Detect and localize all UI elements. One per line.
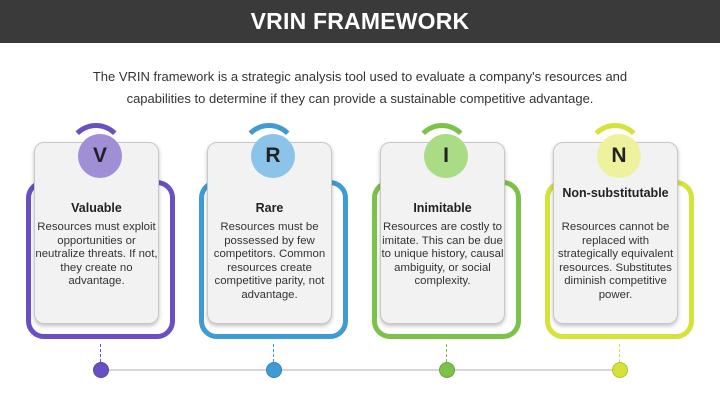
card-title: Inimitable (413, 201, 472, 215)
card-top-arc (240, 123, 298, 181)
card-connector (273, 344, 274, 362)
timeline-node (93, 362, 109, 378)
letter-circle: V (78, 134, 122, 178)
card-non-substitutable: N Non-substitutable Resources cannot be … (539, 0, 712, 405)
card-title: Non-substitutable (562, 186, 669, 200)
intro-line-1: The VRIN framework is a strategic analys… (92, 69, 628, 84)
timeline-node (612, 362, 628, 378)
card-title: Rare (255, 201, 284, 215)
card-description: Resources must exploit opportunities or … (35, 221, 158, 288)
letter-circle: I (424, 134, 468, 178)
timeline-line (100, 369, 620, 371)
card-top-arc (67, 123, 125, 181)
card-description: Resources must be possessed by few compe… (213, 221, 326, 301)
timeline-node (266, 362, 282, 378)
card-valuable: V Valuable Resources must exploit opport… (20, 0, 193, 405)
card-rare: R Rare Resources must be possessed by fe… (193, 0, 366, 405)
timeline-node (439, 362, 455, 378)
intro-text: The VRIN framework is a strategic analys… (60, 66, 660, 110)
card-connector (446, 344, 447, 362)
card-description: Resources are costly to imitate. This ca… (381, 221, 504, 288)
card-connector (619, 344, 620, 362)
card-connector (100, 344, 101, 362)
letter-circle: R (251, 134, 295, 178)
card-top-arc (413, 123, 471, 181)
card-top-arc (586, 123, 644, 181)
page-title: VRIN FRAMEWORK (250, 8, 470, 34)
letter-circle: N (597, 134, 641, 178)
header-bar: VRIN FRAMEWORK (0, 0, 720, 43)
card-title: Valuable (71, 201, 122, 215)
card-inimitable: I Inimitable Resources are costly to imi… (366, 0, 539, 405)
card-description: Resources cannot be replaced with strate… (557, 221, 674, 301)
intro-line-2: capabilities to determine if they can pr… (126, 91, 594, 106)
